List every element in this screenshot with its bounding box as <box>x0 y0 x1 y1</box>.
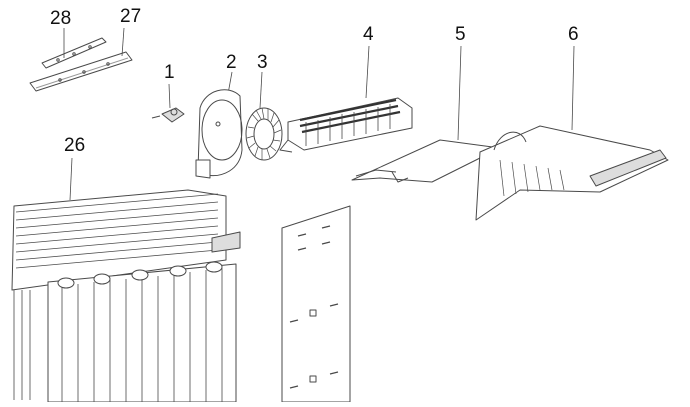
part-1-sensor <box>151 83 185 123</box>
callout-4: 4 <box>363 24 374 45</box>
back-panel <box>281 205 351 403</box>
callout-6: 6 <box>568 24 579 45</box>
part-3-fan-wheel <box>245 71 283 161</box>
part-2-fan-housing <box>195 71 243 179</box>
callout-5: 5 <box>455 24 466 45</box>
part-26-condenser <box>11 157 241 403</box>
callout-26: 26 <box>64 135 86 156</box>
part-27-rail <box>29 27 133 92</box>
callout-27: 27 <box>120 6 142 27</box>
callout-28: 28 <box>50 8 72 29</box>
callout-1: 1 <box>164 62 175 83</box>
callout-3: 3 <box>257 52 268 73</box>
callout-2: 2 <box>226 52 237 73</box>
part-28-bracket <box>41 28 107 69</box>
part-5-drip-tray <box>351 45 501 183</box>
part-4-evaporator <box>279 45 413 153</box>
part-6-shroud <box>475 45 669 221</box>
